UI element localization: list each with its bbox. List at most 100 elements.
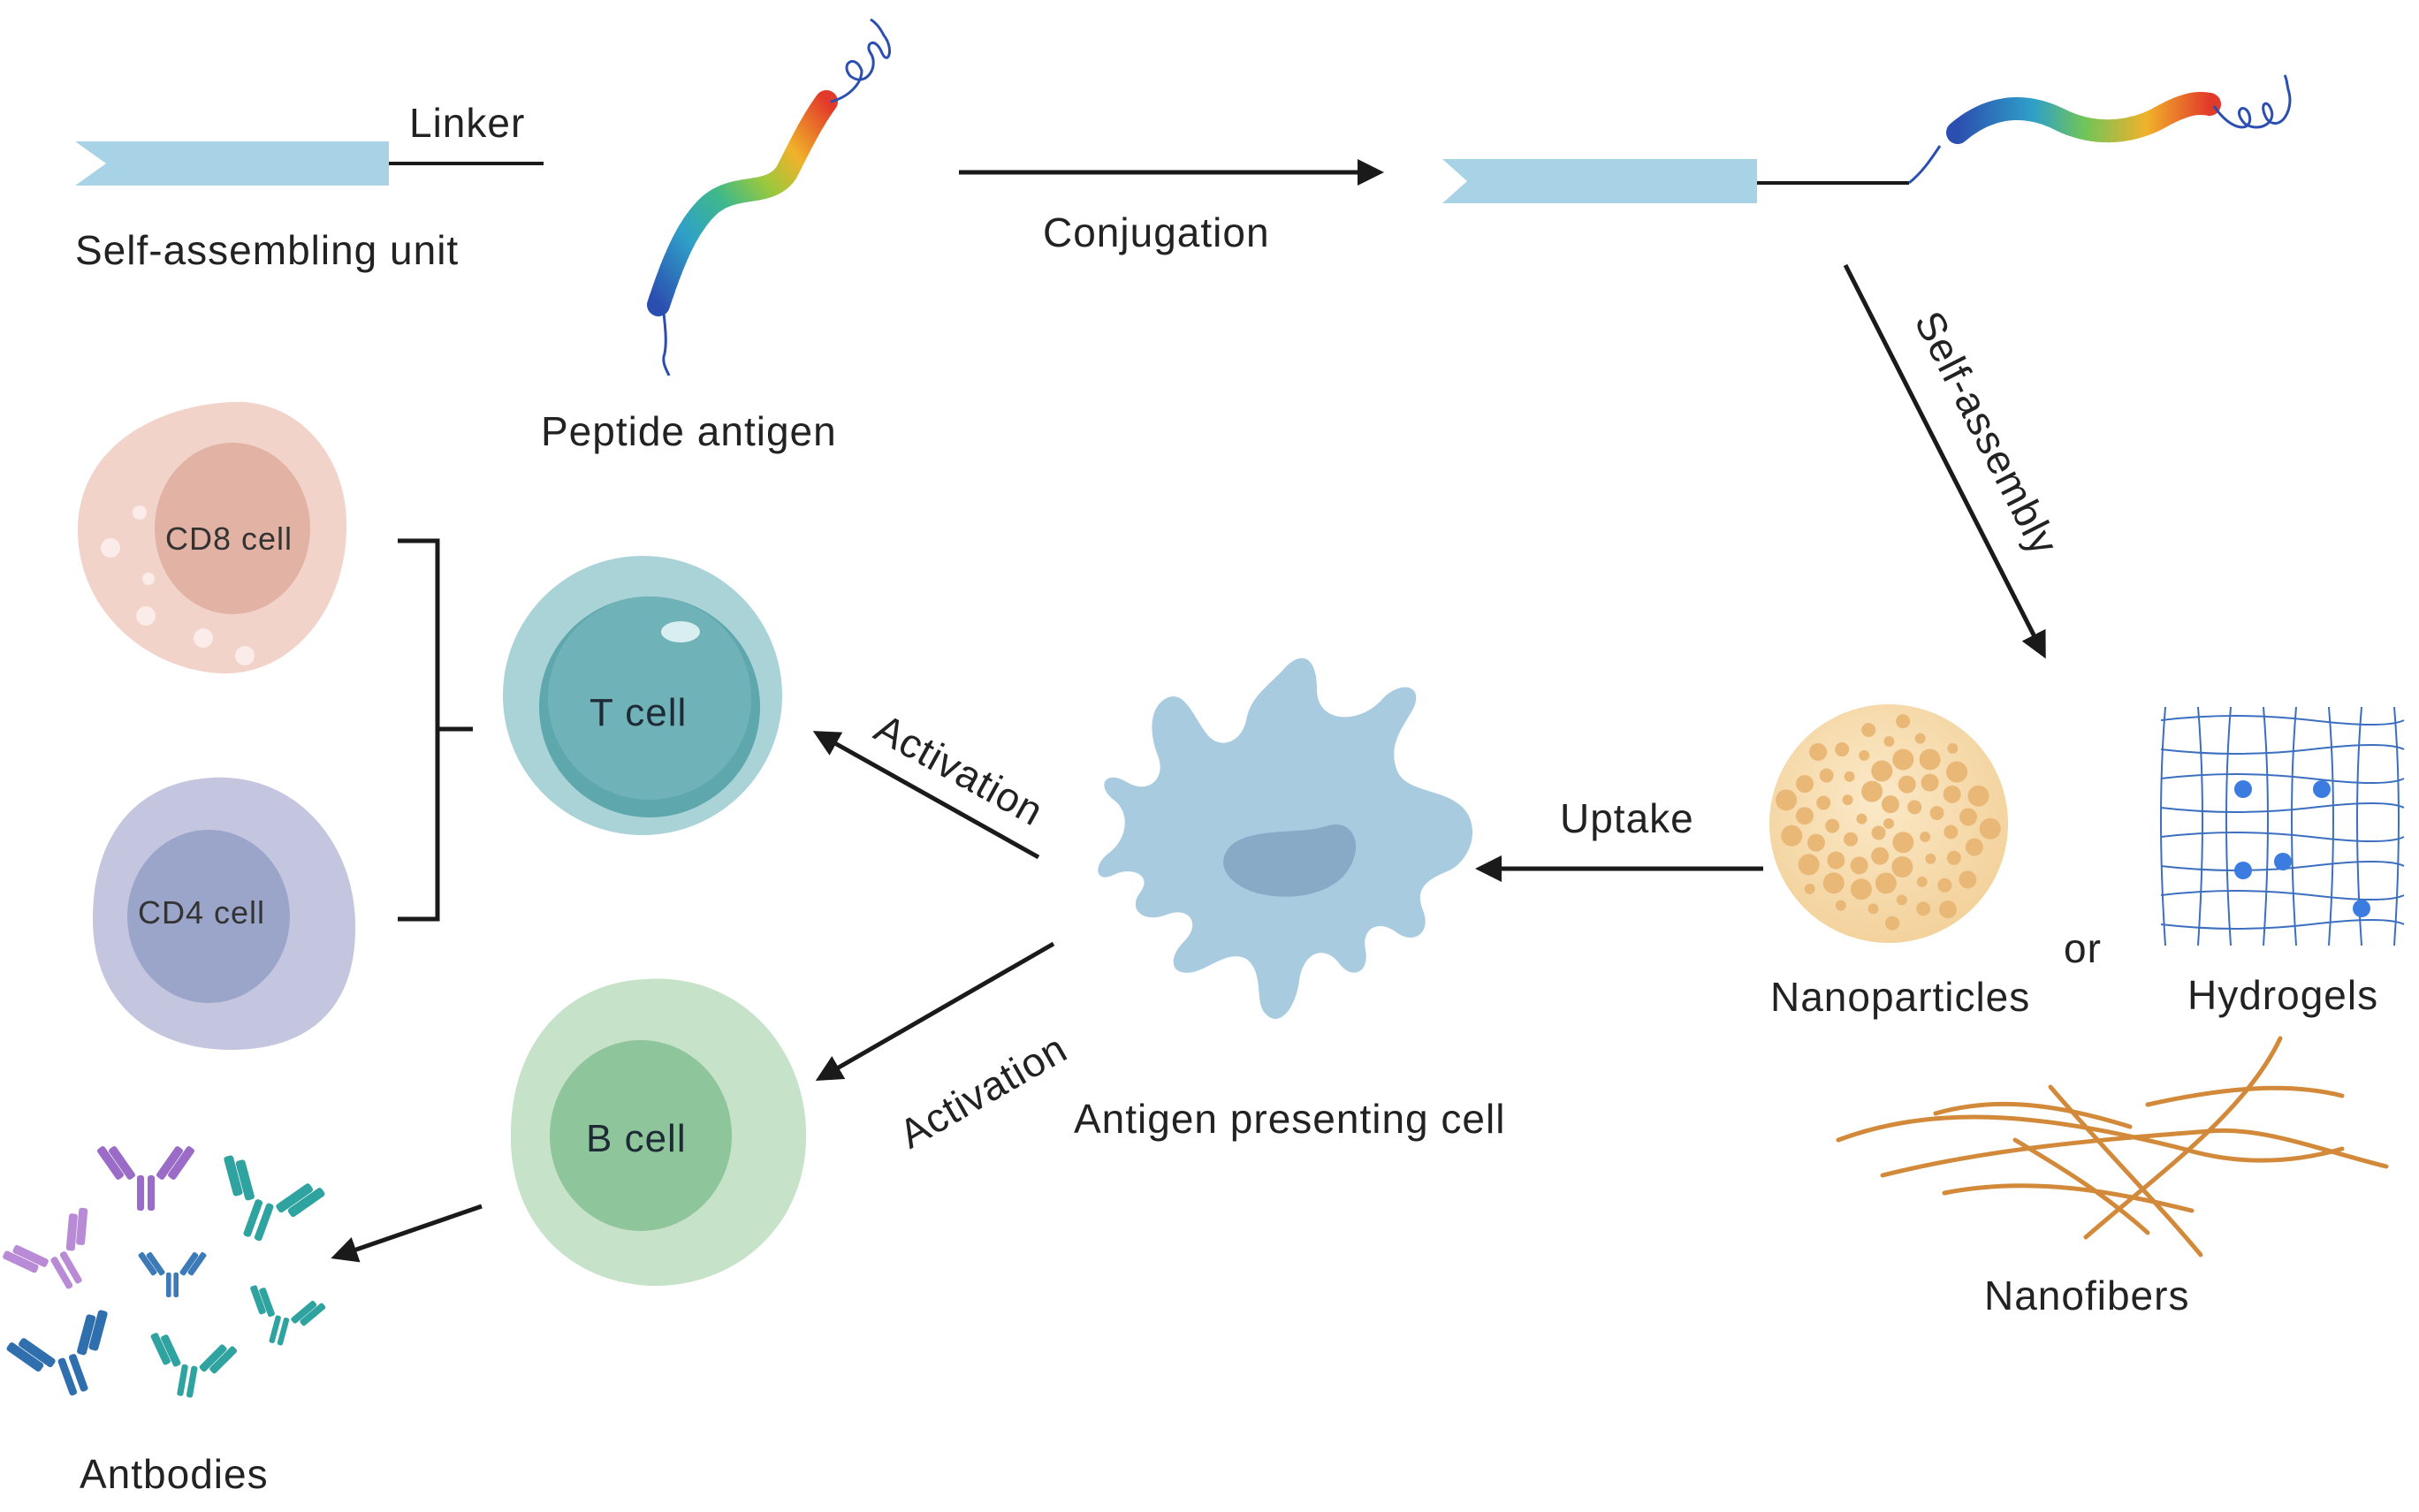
nanoparticle-dot [1850,856,1868,875]
hydrogel-strand [2291,706,2297,946]
peptide-antigen-icon [647,18,891,376]
nanoparticle-dot [1781,824,1803,847]
nanoparticle-dot [1804,883,1815,894]
nanoparticle-dot [1979,817,2001,840]
nanoparticle-dot [1844,832,1859,847]
hydrogel-crosslink [2353,900,2370,917]
nanofibers-label: Nanofibers [1984,1273,2190,1318]
cd4-cell-icon [93,777,356,1051]
nanoparticle-dot [1844,771,1855,782]
hydrogels-label: Hydrogels [2187,972,2379,1018]
antibody [6,1310,108,1396]
hydrogel-strand [2160,832,2405,842]
nanoparticle-dot [1795,807,1814,825]
nanoparticle-dot [1796,775,1814,794]
antibody-arrow [331,1204,483,1263]
antibodies-label: Antbodies [80,1451,269,1497]
nanoparticle-dot [1816,795,1831,810]
nanoparticle-dot [1891,856,1913,878]
antibody [97,1146,194,1211]
nanoparticle-dot [1925,853,1936,864]
antigen-presenting-cell-label: Antigen presenting cell [1074,1096,1506,1142]
nanoparticle-dot [1967,785,1989,807]
or-label: or [2064,925,2102,971]
hydrogel-strand [2160,890,2405,900]
nanoparticle-dot [1929,806,1944,821]
nanoparticle-dot [1892,748,1914,771]
conjugate-icon [1442,74,2292,203]
antibodies-icon [3,1146,326,1398]
nanoparticle-dot [1965,838,1983,856]
nanoparticle-dot [1885,916,1900,931]
nanoparticle-dot [1807,833,1825,852]
hydrogel-strand [2160,715,2405,726]
nanoparticle-dot [1809,742,1828,761]
antibody [150,1333,238,1398]
peptide-antigen-label: Peptide antigen [541,408,837,454]
conjugation-label: Conjugation [1043,209,1270,255]
antibody [250,1285,326,1346]
nanoparticle-dot [1946,850,1961,865]
cd4-cell-label: CD4 cell [138,894,266,931]
nanoparticle-dot [1937,878,1952,893]
nanoparticle-dot [1861,722,1876,737]
nanoparticle-dot [1850,878,1872,900]
activation-t-arrow [812,731,1040,860]
activation-b-arrow [815,941,1055,1081]
nanoparticle-dot [1959,808,1978,826]
cd8-cell-icon [78,401,347,674]
nanoparticle-dot [1921,773,1939,792]
nanoparticle-dot [1916,876,1928,887]
nanoparticle-dot [1842,794,1853,806]
nanoparticle-dot [1896,894,1907,906]
nanoparticle-dot [1822,872,1845,894]
nanoparticle-dot [1827,851,1845,870]
nanoparticle-dot [1946,761,1968,783]
nanoparticle-dot [1892,832,1914,854]
nanoparticle-dot [1871,825,1886,840]
hydrogel-strand [2393,706,2400,946]
hydrogel-strand [2160,773,2405,784]
hydrogel-strand [2160,919,2405,930]
nanoparticle-dot [1861,780,1883,802]
nanoparticle-dot [1871,760,1893,782]
nanoparticle-dot [1859,749,1870,761]
nanoparticle-dot [1867,903,1879,915]
antibody [3,1207,88,1289]
nanofiber-icon [1836,1036,2389,1257]
hydrogel-icon [2160,706,2405,946]
antigen-presenting-cell-icon [1098,657,1473,1019]
nanoparticle-dot [1920,832,1931,843]
antibody [224,1155,325,1242]
nanoparticle-dot [1798,854,1820,876]
nanoparticle-dot [1916,901,1931,916]
nanoparticle-dot [1898,775,1916,794]
uptake-label: Uptake [1560,795,1694,841]
hydrogel-strand [2160,802,2405,813]
cd8-cell-label: CD8 cell [165,520,293,557]
nanoparticle-dot [1944,824,1959,840]
nanoparticle-dot [1871,847,1890,865]
hydrogel-crosslink [2234,780,2252,798]
hydrogel-strand [2160,744,2405,755]
nanoparticle-dot [1856,813,1867,824]
nanoparticle-dot [1907,800,1922,815]
nanoparticles-label: Nanoparticles [1770,974,2031,1020]
nanoparticle-dot [1883,818,1894,829]
hydrogel-strand [2328,706,2334,946]
nanoparticle-icon [1769,704,2008,943]
hydrogel-crosslink [2274,853,2292,870]
nanoparticle-dot [1819,768,1834,783]
nanoparticle-dot [1881,795,1899,814]
antibody [138,1251,207,1297]
nanoparticle-dot [1938,900,1957,919]
t-cell-label: T cell [590,691,688,734]
self-assembling-unit-shape [75,141,544,186]
nanoparticle-dot [1825,818,1840,833]
nanoparticle-dot [1959,870,1977,889]
nanoparticle-dot [1919,748,1941,771]
nanoparticle-dot [1875,872,1897,894]
self-assembly-arrow [1843,263,2046,659]
